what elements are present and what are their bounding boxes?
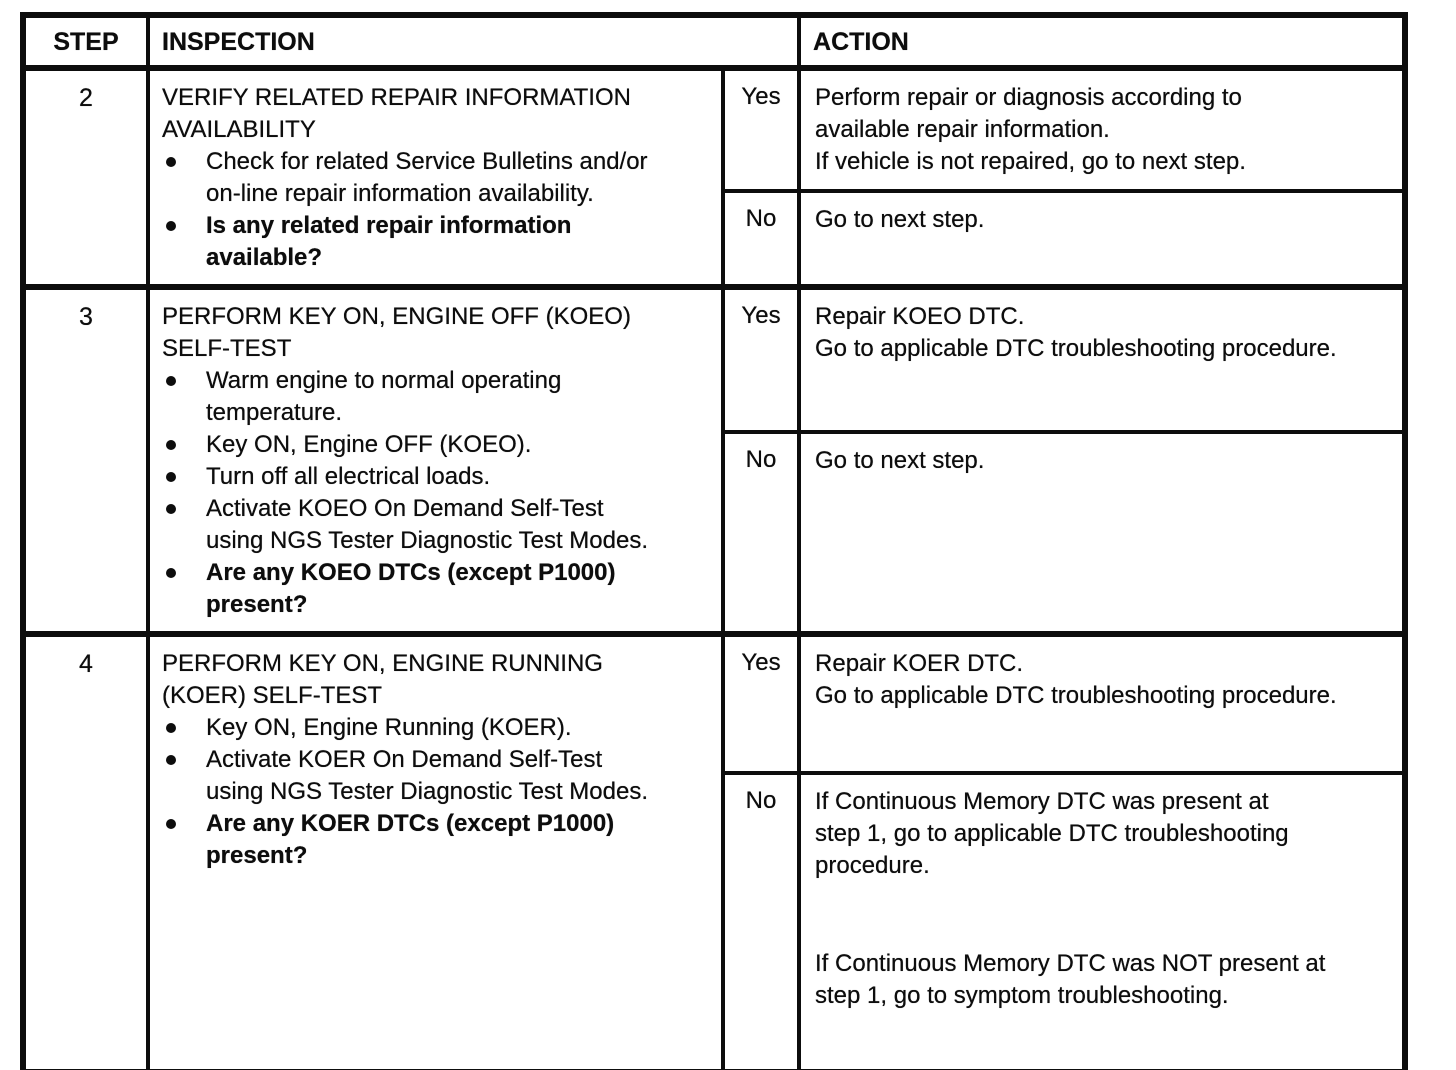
bullet-question-text: Is any related repair information availa…	[206, 212, 572, 271]
action-paragraph: If Continuous Memory DTC was present at …	[815, 788, 1289, 879]
bullet-icon	[160, 744, 206, 765]
branch-label-no: No	[720, 430, 802, 636]
bullet-text: Activate KOEO On Demand Self-Test using …	[206, 495, 648, 554]
bullet-icon	[160, 461, 206, 482]
action-cell-no: Go to next step.	[797, 188, 1408, 290]
action-cell-no: Go to next step.	[797, 430, 1408, 636]
action-cell-yes: Repair KOER DTC. Go to applicable DTC tr…	[797, 631, 1408, 775]
action-cell-no: If Continuous Memory DTC was present at …	[797, 771, 1408, 1070]
bullet-text: Turn off all electrical loads.	[206, 463, 491, 490]
bullet-question-text: Are any KOER DTCs (except P1000) present…	[206, 810, 615, 869]
branch-label-no: No	[720, 188, 802, 290]
bullet-question-text: Are any KOEO DTCs (except P1000) present…	[206, 559, 616, 618]
troubleshooting-table: STEP INSPECTION ACTION 2 VERIFY RELATED …	[20, 12, 1409, 1070]
bullet-icon	[160, 429, 206, 450]
inspection-cell: PERFORM KEY ON, ENGINE RUNNING (KOER) SE…	[146, 631, 725, 1070]
table-row: 2 VERIFY RELATED REPAIR INFORMATION AVAI…	[21, 65, 1408, 289]
inspection-cell: PERFORM KEY ON, ENGINE OFF (KOEO) SELF-T…	[146, 284, 725, 636]
bullet-icon	[160, 557, 206, 578]
list-item: Activate KOER On Demand Self-Test using …	[160, 744, 711, 808]
list-item: Is any related repair information availa…	[160, 210, 711, 274]
bullet-text: Check for related Service Bulletins and/…	[206, 148, 648, 207]
step-number: 3	[21, 284, 150, 636]
list-item: Warm engine to normal operating temperat…	[160, 365, 711, 429]
column-header-step: STEP	[21, 13, 150, 71]
table-row: 3 PERFORM KEY ON, ENGINE OFF (KOEO) SELF…	[21, 283, 1408, 636]
bullet-icon	[160, 210, 206, 231]
inspection-title: PERFORM KEY ON, ENGINE RUNNING (KOER) SE…	[162, 650, 603, 709]
list-item: Are any KOER DTCs (except P1000) present…	[160, 808, 711, 872]
table-row: No Go to next step.	[23, 430, 1408, 636]
action-cell-yes: Repair KOEO DTC. Go to applicable DTC tr…	[797, 283, 1408, 435]
list-item: Activate KOEO On Demand Self-Test using …	[160, 493, 711, 557]
column-header-action: ACTION	[797, 13, 1408, 71]
list-item: Key ON, Engine OFF (KOEO).	[160, 429, 711, 461]
column-header-inspection: INSPECTION	[145, 13, 802, 71]
step-number: 4	[21, 631, 150, 1070]
bullet-icon	[160, 493, 206, 514]
bullet-icon	[160, 146, 206, 167]
branch-label-yes: Yes	[720, 65, 802, 193]
list-item: Turn off all electrical loads.	[160, 461, 711, 493]
action-paragraph: If Continuous Memory DTC was NOT present…	[815, 950, 1326, 1009]
inspection-title: PERFORM KEY ON, ENGINE OFF (KOEO) SELF-T…	[162, 303, 631, 362]
inspection-title: VERIFY RELATED REPAIR INFORMATION AVAILA…	[162, 84, 631, 143]
list-item: Key ON, Engine Running (KOER).	[160, 712, 711, 744]
bullet-icon	[160, 365, 206, 386]
bullet-text: Key ON, Engine OFF (KOEO).	[206, 431, 532, 458]
branch-label-yes: Yes	[720, 631, 802, 775]
table-row: No Go to next step.	[23, 188, 1408, 290]
table-row: No If Continuous Memory DTC was present …	[23, 771, 1408, 1070]
branch-label-no: No	[720, 771, 802, 1070]
action-cell-yes: Perform repair or diagnosis according to…	[797, 65, 1408, 193]
table-row: 4 PERFORM KEY ON, ENGINE RUNNING (KOER) …	[21, 631, 1408, 1070]
bullet-text: Warm engine to normal operating temperat…	[206, 367, 562, 426]
bullet-icon	[160, 808, 206, 829]
bullet-text: Activate KOER On Demand Self-Test using …	[206, 746, 648, 805]
branch-label-yes: Yes	[720, 283, 802, 435]
table-header-row: STEP INSPECTION ACTION	[21, 13, 1408, 71]
list-item: Check for related Service Bulletins and/…	[160, 146, 711, 210]
inspection-cell: VERIFY RELATED REPAIR INFORMATION AVAILA…	[146, 65, 725, 289]
step-number: 2	[21, 65, 150, 289]
bullet-text: Key ON, Engine Running (KOER).	[206, 714, 572, 741]
list-item: Are any KOEO DTCs (except P1000) present…	[160, 557, 711, 621]
bullet-icon	[160, 712, 206, 733]
